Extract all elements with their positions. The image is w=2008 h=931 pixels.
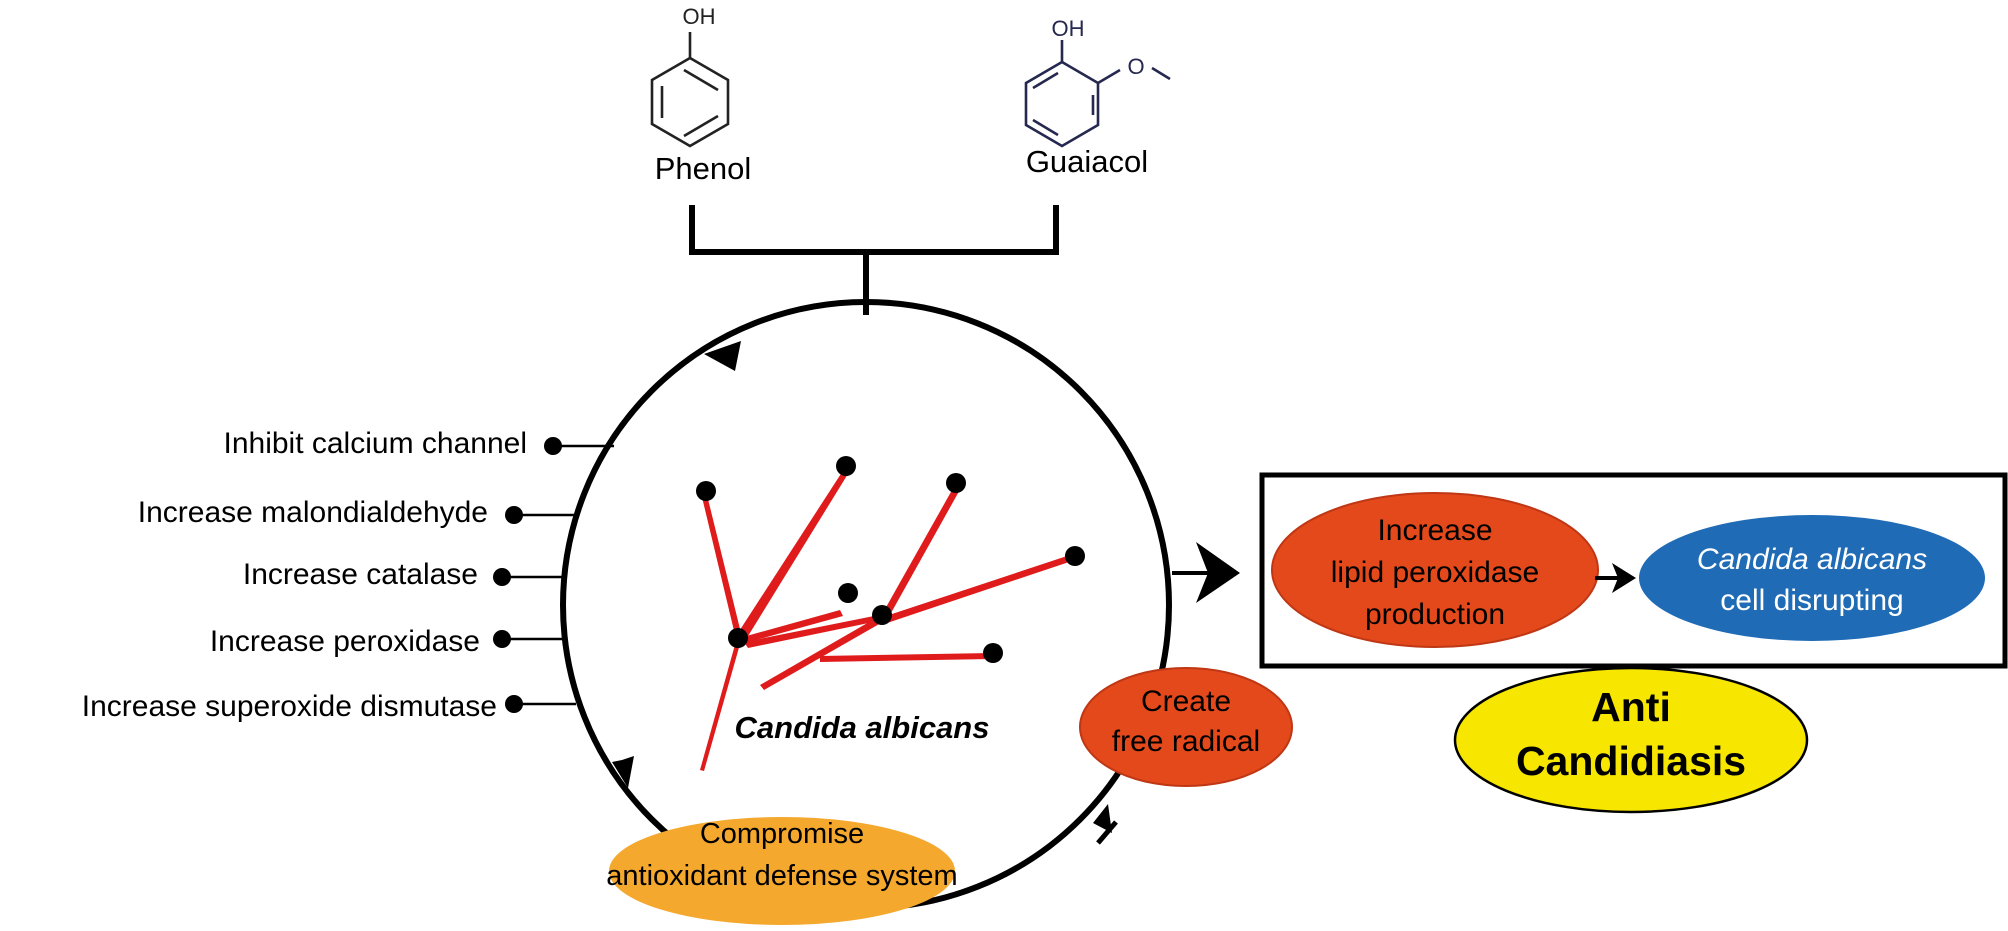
phenol-oh-label: OH xyxy=(683,4,716,29)
hypha-dot xyxy=(983,643,1003,663)
arrowhead-to-free-radical xyxy=(1093,804,1112,833)
free-radical-ellipse xyxy=(1079,667,1293,787)
disruption-line2: cell disrupting xyxy=(1720,584,1903,617)
guaiacol-o-label: O xyxy=(1127,54,1144,79)
antioxidant-line2: antioxidant defense system xyxy=(606,860,957,892)
lipid-line2: lipid peroxidase xyxy=(1331,556,1539,589)
arrow-to-free-radical xyxy=(1096,820,1118,845)
free-radical-line2: free radical xyxy=(1112,725,1260,758)
effect-dot-2 xyxy=(505,506,523,524)
candida-label: Candida albicans xyxy=(735,710,990,745)
compound-bracket xyxy=(689,205,1059,315)
hypha-dot xyxy=(838,583,858,603)
effect-dot-1 xyxy=(544,437,562,455)
antioxidant-line1: Compromise xyxy=(700,818,864,850)
effect-label-1: Inhibit calcium channel xyxy=(223,427,527,460)
effect-label-2: Increase malondialdehyde xyxy=(138,496,488,529)
disruption-line1: Candida albicans xyxy=(1697,543,1927,576)
cell-cycle-circle xyxy=(560,299,1172,911)
arrowhead-to-disruption xyxy=(1612,563,1636,593)
candida-hyphae xyxy=(700,466,1075,771)
hypha-dot xyxy=(696,481,716,501)
antioxidant-ellipse xyxy=(609,817,955,925)
cell-disruption-ellipse xyxy=(1639,515,1985,641)
anti-candidiasis-ellipse xyxy=(1453,666,1809,814)
effect-label-3: Increase catalase xyxy=(243,558,478,591)
hypha-dot xyxy=(872,605,892,625)
guaiacol-structure xyxy=(1024,40,1171,148)
cycle-arrowhead-top xyxy=(704,341,741,371)
hypha-dot xyxy=(946,473,966,493)
free-radical-line1: Create xyxy=(1141,685,1231,718)
hypha-dot xyxy=(1065,546,1085,566)
lipid-line3: production xyxy=(1365,598,1505,631)
guaiacol-oh-label: OH xyxy=(1052,16,1085,41)
effect-dot-5 xyxy=(505,695,523,713)
hypha-dot xyxy=(836,456,856,476)
hypha-dot xyxy=(728,628,748,648)
lipid-peroxidase-ellipse xyxy=(1271,492,1599,648)
effect-dot-4 xyxy=(493,630,511,648)
phenol-name: Phenol xyxy=(655,151,752,186)
effect-label-4: Increase peroxidase xyxy=(210,625,480,658)
lipid-line1: Increase xyxy=(1377,514,1492,547)
effect-dot-3 xyxy=(493,568,511,586)
effect-label-5: Increase superoxide dismutase xyxy=(82,690,497,723)
arrowhead-to-outcome-box xyxy=(1196,542,1240,603)
guaiacol-name: Guaiacol xyxy=(1026,144,1148,179)
cycle-arrowhead-left xyxy=(612,756,634,788)
phenol-structure xyxy=(650,32,730,148)
hyphae-tip-dots xyxy=(696,456,1085,663)
outcome-line2: Candidiasis xyxy=(1516,738,1746,784)
outcome-line1: Anti xyxy=(1591,684,1671,730)
